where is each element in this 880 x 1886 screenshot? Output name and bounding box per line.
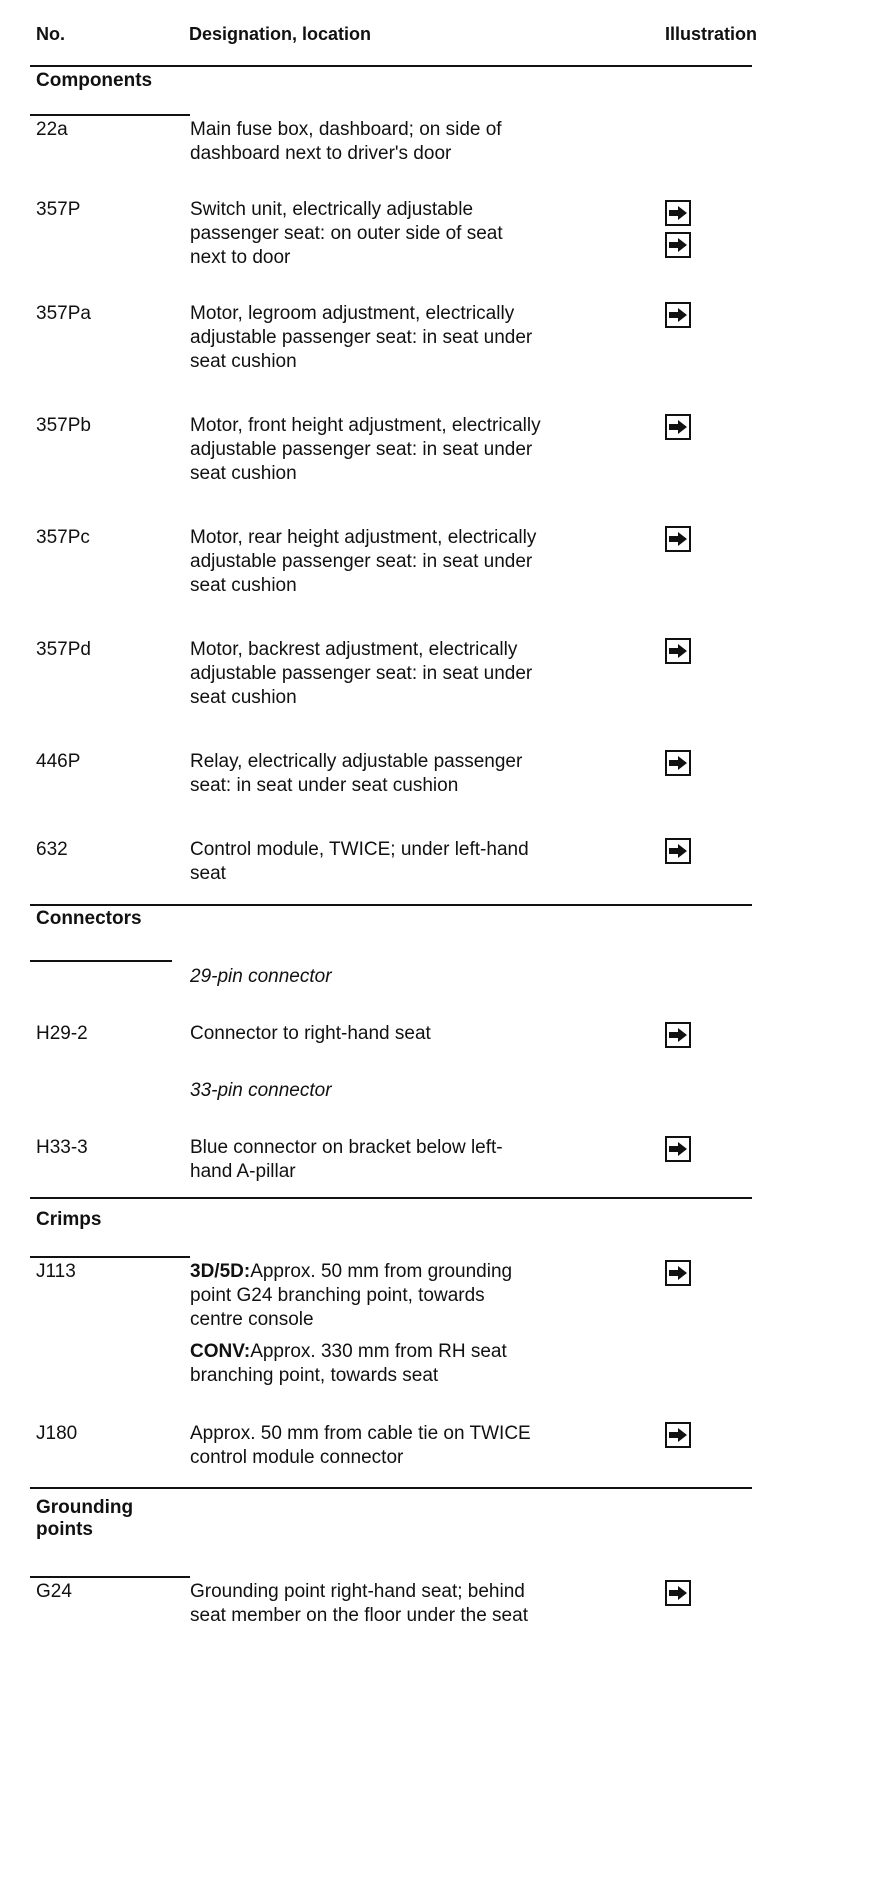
header-rule [30,65,752,67]
item-description: Motor, rear height adjustment, electrica… [190,527,537,596]
variant-label: CONV: [190,1341,251,1362]
section-rule [30,1487,752,1489]
column-header-illustration: Illustration [665,24,758,44]
variant-label: 3D/5D: [190,1261,251,1282]
arrow-right-icon[interactable] [665,1580,691,1606]
group-subheading: 29-pin connector [190,966,332,987]
item-number: 357P [36,199,81,220]
item-description: Relay, electrically adjustable passenger… [190,751,523,796]
item-number: 632 [36,839,68,860]
arrow-right-icon[interactable] [665,526,691,552]
arrow-right-icon[interactable] [665,302,691,328]
section-title-crimps: Crimps [36,1209,102,1230]
item-number: H29-2 [36,1023,88,1044]
column-header-designation: Designation, location [189,24,372,44]
section-underline [30,1576,190,1578]
item-number: 446P [36,751,81,772]
item-number: H33-3 [36,1137,88,1158]
arrow-right-icon[interactable] [665,200,691,226]
item-number: 357Pd [36,639,91,660]
section-rule [30,904,752,906]
item-number: J113 [36,1261,76,1282]
item-number: G24 [36,1581,72,1602]
item-number: 357Pa [36,303,91,324]
section-underline [30,114,190,116]
item-description: Control module, TWICE; under left-hand s… [190,839,529,884]
item-description: Motor, front height adjustment, electric… [190,415,541,484]
arrow-right-icon[interactable] [665,838,691,864]
item-description: Approx. 50 mm from cable tie on TWICE co… [190,1423,531,1468]
section-rule [30,1197,752,1199]
arrow-right-icon[interactable] [665,1136,691,1162]
item-number: 22a [36,119,68,140]
item-number: 357Pc [36,527,90,548]
item-description: Motor, backrest adjustment, electrically… [190,639,533,708]
section-title-grounding-points: Grounding points [36,1497,134,1540]
group-subheading: 33-pin connector [190,1080,332,1101]
item-description: Main fuse box, dashboard; on side of das… [190,119,502,164]
arrow-right-icon[interactable] [665,1022,691,1048]
item-description: Motor, legroom adjustment, electrically … [190,303,533,372]
section-title-connectors: Connectors [36,908,142,929]
item-description: 3D/5D:Approx. 50 mm from grounding point… [190,1261,513,1386]
item-number: J180 [36,1423,78,1444]
item-description: Switch unit, electrically adjustable pas… [190,199,503,268]
item-number: 357Pb [36,415,91,436]
arrow-right-icon[interactable] [665,1422,691,1448]
arrow-right-icon[interactable] [665,232,691,258]
item-description: Blue connector on bracket below left- ha… [190,1137,503,1182]
section-underline [30,960,172,962]
arrow-right-icon[interactable] [665,750,691,776]
arrow-right-icon[interactable] [665,638,691,664]
section-title-components: Components [36,70,153,91]
section-underline [30,1256,190,1258]
column-header-no: No. [36,24,65,44]
item-description: Connector to right-hand seat [190,1023,431,1044]
item-description: Grounding point right-hand seat; behind … [190,1581,528,1626]
arrow-right-icon[interactable] [665,414,691,440]
arrow-right-icon[interactable] [665,1260,691,1286]
